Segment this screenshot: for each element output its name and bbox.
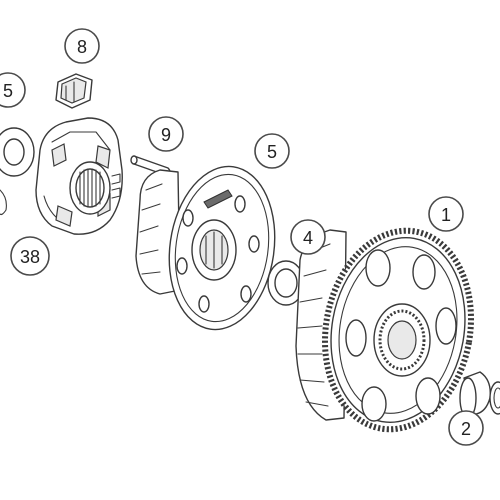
hub-carrier-part: [35, 117, 123, 235]
callout-number: 8: [77, 37, 87, 57]
primary-gear-part: [135, 165, 276, 331]
callout-number: 5: [3, 81, 13, 101]
callout-bubbles: 8 5 9 5 4 1 38 2: [0, 28, 484, 446]
callout-number: 1: [441, 205, 451, 225]
callout-item-5-left: 5: [0, 72, 26, 108]
bushing-part: [459, 371, 500, 419]
callout-number: 2: [461, 419, 471, 439]
callout-item-9: 9: [148, 116, 184, 152]
callout-item-8: 8: [64, 28, 100, 64]
callout-number: 9: [161, 125, 171, 145]
callout-item-38: 38: [10, 236, 50, 276]
callout-item-2: 2: [448, 410, 484, 446]
left-edge-part: [0, 189, 7, 216]
callout-ring: [0, 72, 26, 108]
clutch-basket-part: [295, 227, 475, 433]
callout-item-5: 5: [254, 133, 290, 169]
callout-item-4: 4: [290, 219, 326, 255]
callout-number: 5: [267, 142, 277, 162]
callout-ring: [448, 410, 484, 446]
callout-item-1: 1: [428, 196, 464, 232]
callout-number: 4: [303, 228, 313, 248]
callout-ring: [254, 133, 290, 169]
callout-number: 38: [20, 247, 40, 267]
thrust-washer-part: [267, 260, 305, 306]
callout-ring: [10, 236, 50, 276]
callout-ring: [148, 116, 184, 152]
washer-left-part: [0, 127, 35, 177]
callout-ring: [64, 28, 100, 64]
callout-ring: [428, 196, 464, 232]
slider-clip-part: [55, 73, 93, 109]
callout-ring: [290, 219, 326, 255]
